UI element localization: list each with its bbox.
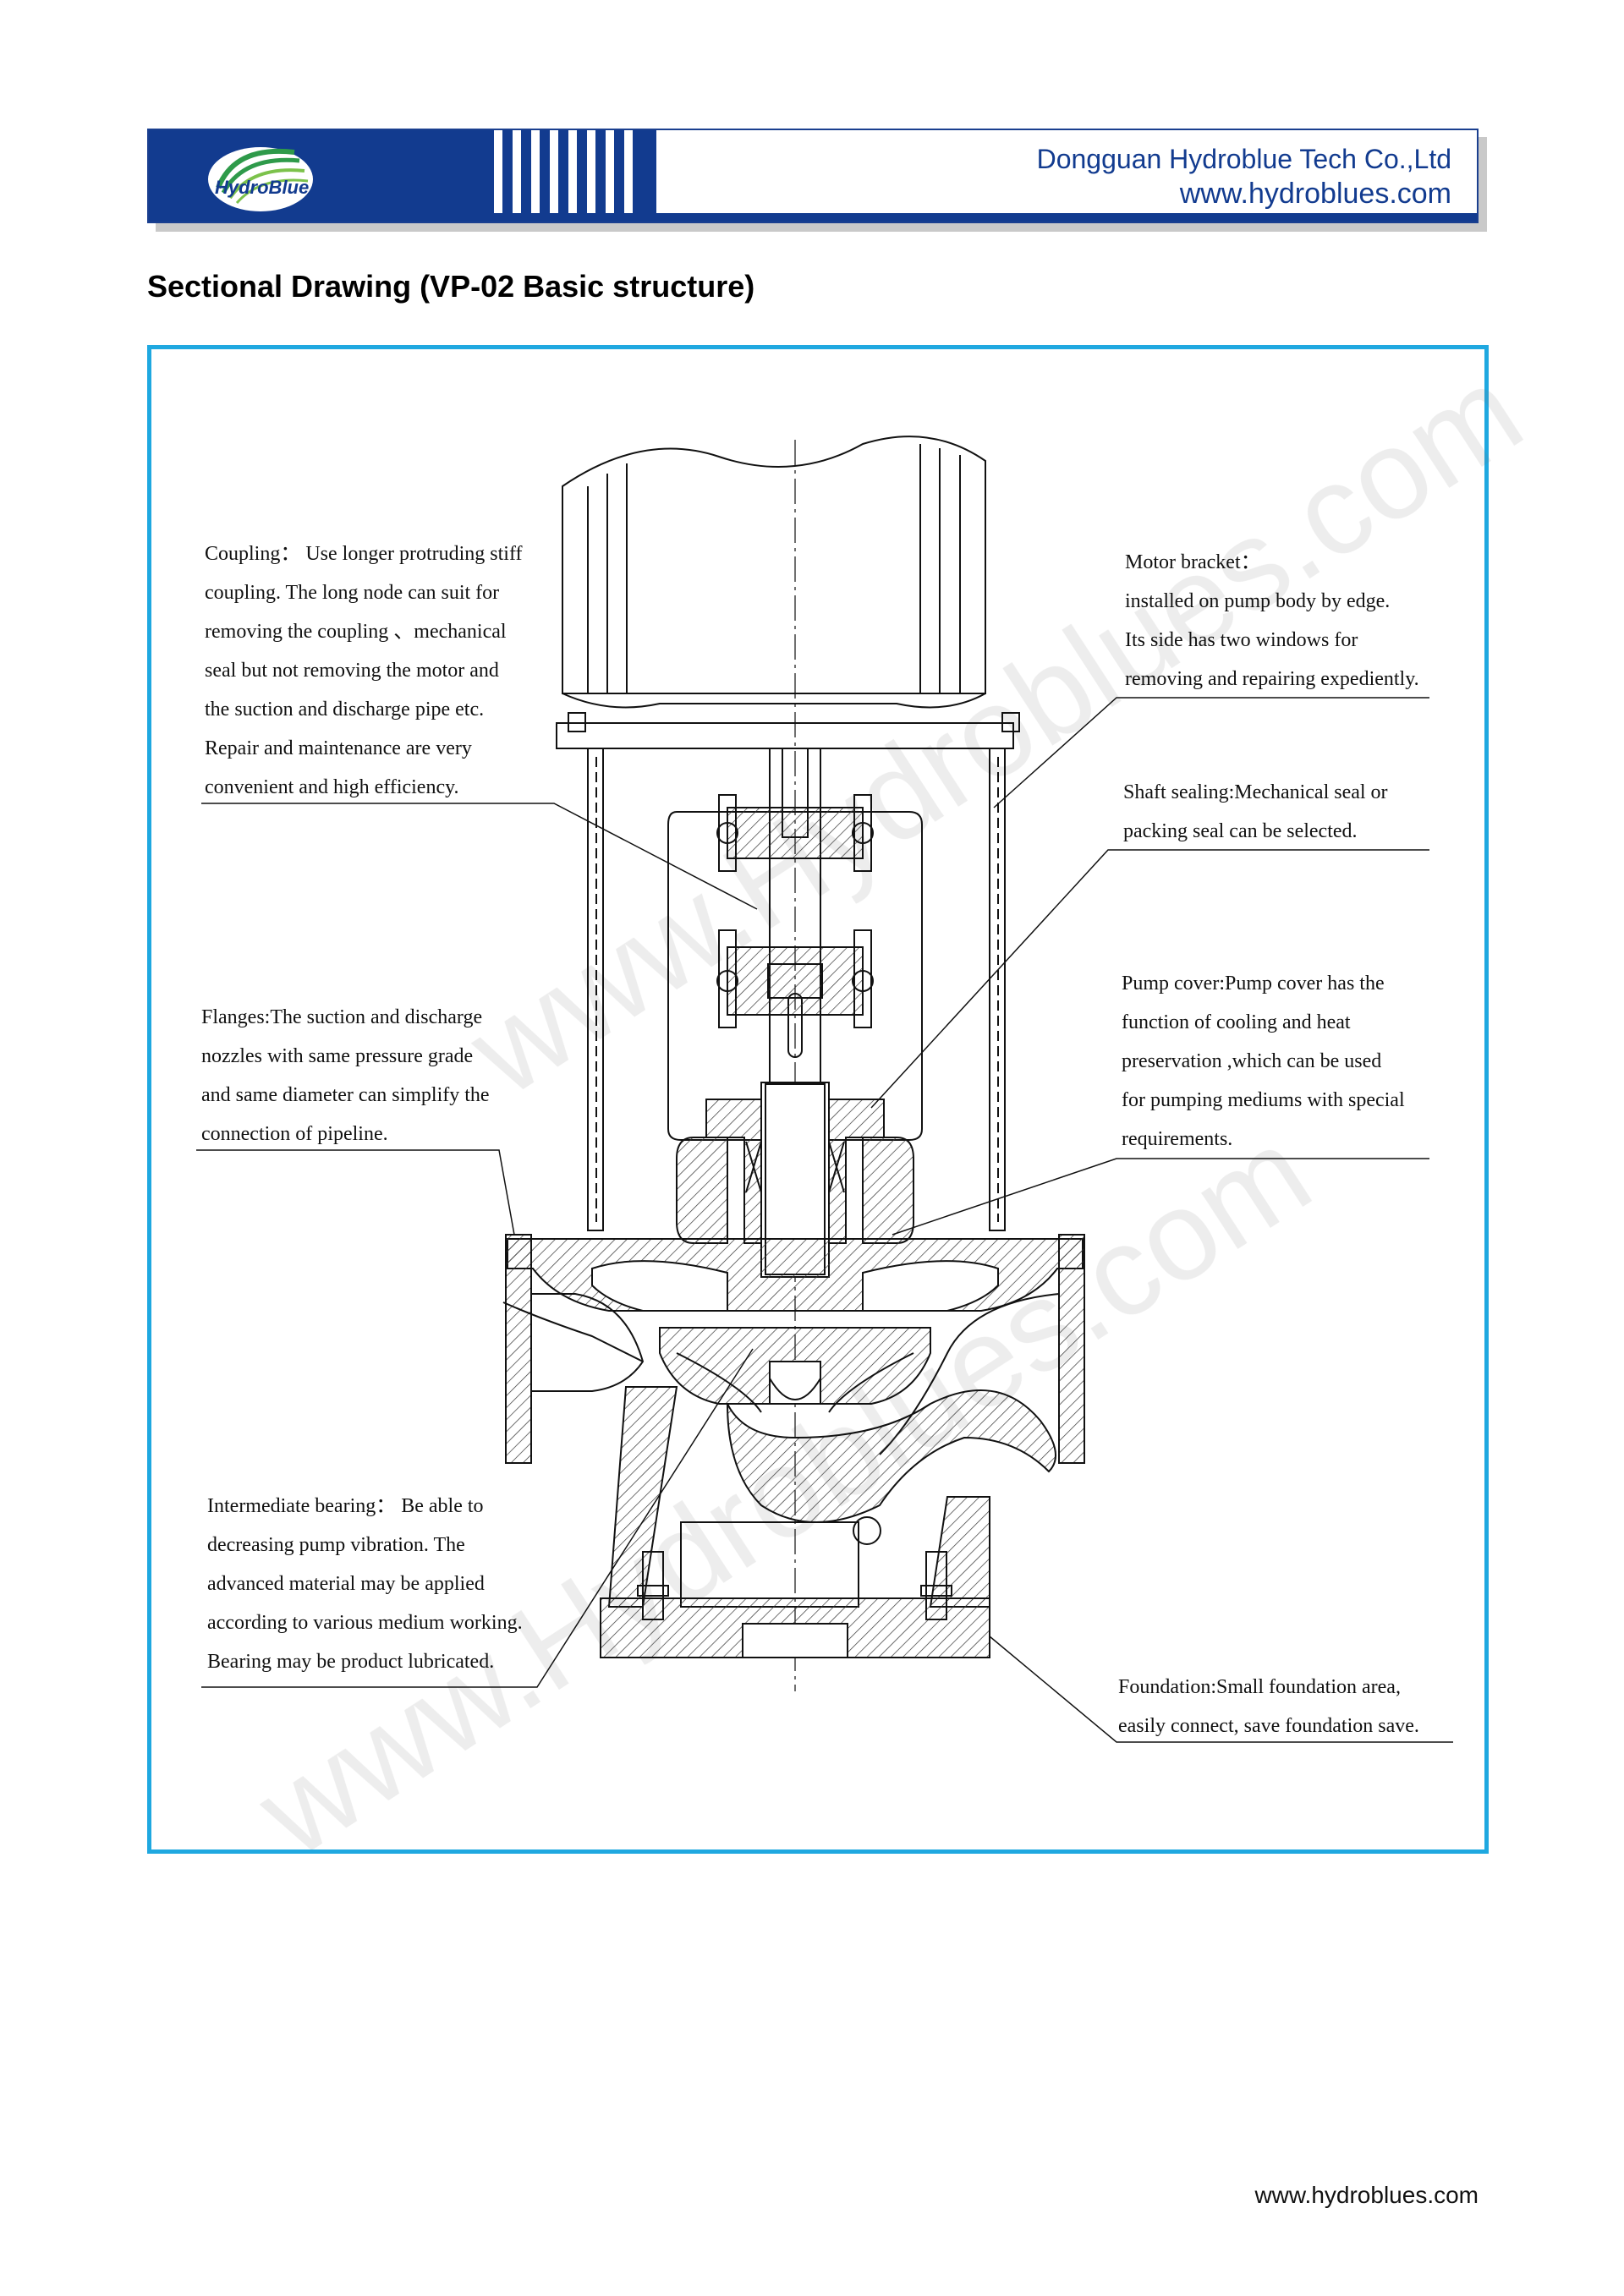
note-line: according to various medium working.	[207, 1612, 523, 1634]
drawing-frame	[147, 345, 1489, 1854]
note-line: connection of pipeline.	[201, 1123, 388, 1145]
outlet-flange	[1058, 1234, 1085, 1464]
bracket-window	[667, 811, 923, 1141]
note-line: Bearing may be product lubricated.	[207, 1651, 495, 1673]
note-line: coupling. The long node can suit for	[205, 582, 500, 604]
note-line: advanced material may be applied	[207, 1573, 485, 1595]
note-line: Coupling： Use longer protruding stiff	[205, 543, 523, 565]
coupling-upper	[727, 807, 864, 859]
note-pump-cover: Pump cover:Pump cover has the function o…	[1122, 964, 1405, 1159]
leader-lines	[196, 697, 1453, 1743]
note-line: nozzles with same pressure grade	[201, 1045, 474, 1067]
leader-motor-bracket	[993, 697, 1429, 808]
note-line: and same diameter can simplify the	[201, 1084, 490, 1106]
note-line: Foundation:Small foundation area,	[1118, 1676, 1401, 1698]
note-line: Intermediate bearing： Be able to	[207, 1495, 484, 1517]
drain-plug	[853, 1516, 881, 1545]
inlet-flange	[505, 1234, 532, 1464]
leader-pump-cover	[892, 1158, 1429, 1236]
note-line: Flanges:The suction and discharge	[201, 1006, 483, 1028]
note-foundation: Foundation:Small foundation area, easily…	[1118, 1668, 1419, 1745]
logo-text: HydroBlue	[215, 177, 310, 198]
note-line: Its side has two windows for	[1125, 629, 1358, 651]
note-line: packing seal can be selected.	[1123, 820, 1358, 842]
note-line: function of cooling and heat	[1122, 1011, 1351, 1033]
banner-bottom-bar	[149, 213, 1477, 222]
note-line: installed on pump body by edge.	[1125, 590, 1391, 612]
note-line: easily connect, save foundation save.	[1118, 1715, 1419, 1737]
leader-coupling	[201, 803, 758, 910]
leader-foundation	[989, 1636, 1453, 1743]
leader-shaft-sealing	[870, 849, 1429, 1109]
company-name: Dongguan Hydroblue Tech Co.,Ltd	[1036, 144, 1451, 174]
note-line: seal but not removing the motor and	[205, 660, 499, 682]
banner-blue-panel: HydroBlue	[149, 130, 656, 222]
note-line: removing and repairing expediently.	[1125, 668, 1419, 690]
note-line: requirements.	[1122, 1128, 1233, 1150]
banner-main: HydroBlue Dongguan Hydroblue Tech Co.,Lt…	[147, 129, 1479, 223]
note-line: convenient and high efficiency.	[205, 776, 459, 798]
company-website: www.hydroblues.com	[1179, 178, 1451, 210]
note-line: removing the coupling 、mechanical	[205, 621, 507, 643]
note-coupling: Coupling： Use longer protruding stiff co…	[205, 534, 523, 807]
leader-intermediate-bearing	[201, 1348, 754, 1688]
motor-body	[562, 436, 986, 694]
note-intermediate-bearing: Intermediate bearing： Be able to decreas…	[207, 1487, 523, 1681]
note-line: Repair and maintenance are very	[205, 737, 472, 759]
note-line: the suction and discharge pipe etc.	[205, 699, 485, 721]
document-title: Sectional Drawing (VP-02 Basic structure…	[147, 269, 755, 304]
footer-website: www.hydroblues.com	[1254, 2182, 1479, 2208]
note-line: for pumping mediums with special	[1122, 1089, 1405, 1111]
bracket-left-side	[587, 748, 604, 1231]
hydroblue-logo	[208, 147, 313, 211]
note-line: preservation ,which can be used	[1122, 1050, 1382, 1072]
banner-stripes	[494, 130, 633, 215]
note-flanges: Flanges:The suction and discharge nozzle…	[201, 998, 490, 1153]
note-line: Motor bracket：	[1125, 551, 1261, 573]
header-banner: HydroBlue Dongguan Hydroblue Tech Co.,Lt…	[147, 129, 1487, 232]
bracket-right-side	[989, 748, 1006, 1231]
volute	[727, 1389, 1056, 1523]
note-line: Pump cover:Pump cover has the	[1122, 973, 1385, 995]
note-line: Shaft sealing:Mechanical seal or	[1123, 781, 1388, 803]
leader-flanges	[196, 1149, 515, 1236]
note-line: decreasing pump vibration. The	[207, 1534, 465, 1556]
pump-linework	[502, 436, 1085, 1691]
note-motor-bracket: Motor bracket： installed on pump body by…	[1125, 543, 1419, 699]
coupling-lower	[727, 946, 864, 1016]
note-shaft-sealing: Shaft sealing:Mechanical seal or packing…	[1123, 773, 1388, 851]
